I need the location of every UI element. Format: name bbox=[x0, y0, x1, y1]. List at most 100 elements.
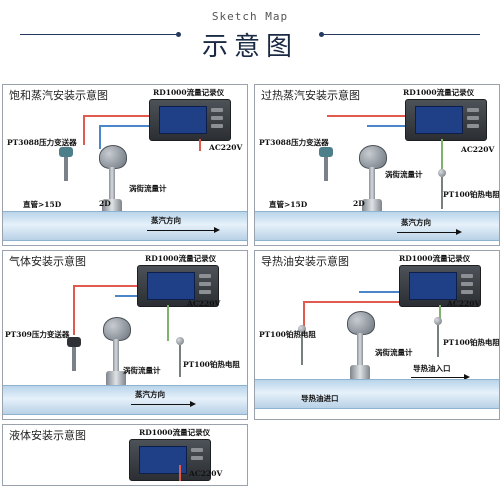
wire-red bbox=[83, 115, 149, 117]
flowmeter-body bbox=[350, 365, 370, 381]
vortex-flowmeter bbox=[347, 311, 375, 381]
power-label: AC220V bbox=[461, 145, 495, 154]
header-rule-left bbox=[20, 34, 178, 35]
flow-arrow bbox=[131, 401, 196, 407]
probe-head bbox=[176, 337, 184, 345]
pressure-transmitter bbox=[319, 147, 333, 181]
header-title: 示意图 bbox=[201, 32, 298, 62]
wire-blue bbox=[367, 125, 405, 127]
upstream-label: 直管>15D bbox=[23, 200, 62, 209]
header-dot-left bbox=[176, 32, 181, 37]
recorder-button bbox=[191, 448, 203, 452]
wire-red bbox=[73, 285, 75, 335]
panel-superheated-steam: 过热蒸汽安装示意图 RD1000流量记录仪 AC220V PT3088压力变送器… bbox=[254, 84, 500, 246]
wire-green bbox=[439, 305, 441, 321]
flowmeter-head bbox=[103, 317, 131, 341]
recorder-button bbox=[211, 108, 223, 112]
power-label: AC220V bbox=[187, 299, 221, 308]
panel-thermal-oil: 导热油安装示意图 RD1000流量记录仪 AC220V PT100铂热电阻 涡街… bbox=[254, 250, 500, 420]
flow-recorder bbox=[405, 99, 487, 141]
power-label: AC220V bbox=[447, 299, 481, 308]
transmitter-label: PT309压力变送器 bbox=[5, 330, 70, 339]
flow-direction-label: 蒸汽方向 bbox=[135, 390, 165, 399]
flowmeter-body bbox=[106, 371, 126, 387]
recorder-button bbox=[467, 124, 479, 128]
panel-title: 导热油安装示意图 bbox=[261, 255, 349, 268]
panel-title: 饱和蒸汽安装示意图 bbox=[9, 89, 108, 102]
recorder-button bbox=[211, 124, 223, 128]
recorder-button bbox=[467, 116, 479, 120]
transmitter-head bbox=[67, 337, 81, 347]
resistor-label: PT100铂热电阻 bbox=[443, 190, 500, 199]
recorder-button bbox=[191, 456, 203, 460]
flowmeter-stem bbox=[113, 339, 119, 373]
flow-direction-label: 蒸汽方向 bbox=[401, 218, 431, 227]
recorder-screen bbox=[159, 106, 207, 134]
flow-recorder bbox=[149, 99, 231, 141]
transmitter-stem bbox=[324, 157, 328, 181]
downstream-label: 2D bbox=[353, 199, 365, 208]
wire-green bbox=[167, 305, 169, 341]
resistor-left-label: PT100铂热电阻 bbox=[259, 330, 316, 339]
header-subtitle: Sketch Map bbox=[211, 10, 289, 23]
probe-head bbox=[438, 169, 446, 177]
temperature-probe bbox=[437, 169, 447, 209]
flowmeter-label: 涡街流量计 bbox=[385, 170, 423, 179]
flow-direction-label: 蒸汽方向 bbox=[151, 216, 181, 225]
upstream-label: 直管>15D bbox=[269, 200, 308, 209]
flowmeter-head bbox=[359, 145, 387, 169]
transmitter-stem bbox=[64, 157, 68, 181]
pipe bbox=[3, 385, 247, 415]
flowmeter-stem bbox=[357, 333, 363, 367]
downstream-label: 2D bbox=[99, 199, 111, 208]
flowmeter-label: 涡街流量计 bbox=[375, 348, 413, 357]
flowmeter-stem bbox=[369, 167, 375, 201]
probe-stem bbox=[437, 325, 439, 357]
flow-recorder bbox=[399, 265, 481, 307]
probe-stem bbox=[441, 177, 443, 209]
pipe bbox=[255, 379, 499, 409]
wire-red bbox=[179, 465, 181, 481]
recorder-label: RD1000流量记录仪 bbox=[139, 428, 211, 437]
wire-red bbox=[199, 139, 201, 151]
recorder-label: RD1000流量记录仪 bbox=[403, 88, 475, 97]
wire-blue bbox=[359, 291, 399, 293]
panel-title: 气体安装示意图 bbox=[9, 255, 86, 268]
recorder-button bbox=[199, 282, 211, 286]
power-label: AC220V bbox=[189, 469, 223, 478]
probe-head bbox=[434, 317, 442, 325]
temperature-probe bbox=[433, 317, 443, 357]
flowmeter-stem bbox=[109, 167, 115, 201]
wire-red bbox=[83, 115, 85, 145]
recorder-screen bbox=[409, 272, 457, 300]
wire-red bbox=[73, 285, 137, 287]
wire-red bbox=[303, 301, 305, 327]
wire-green bbox=[441, 139, 443, 169]
transmitter-head bbox=[319, 147, 333, 157]
flow-arrow bbox=[147, 227, 220, 233]
transmitter-label: PT3088压力变送器 bbox=[259, 138, 329, 147]
flowmeter-head bbox=[347, 311, 375, 335]
recorder-button bbox=[461, 282, 473, 286]
wire-blue bbox=[115, 295, 137, 297]
transmitter-label: PT3088压力变送器 bbox=[7, 138, 77, 147]
flowmeter-label: 涡街流量计 bbox=[129, 184, 167, 193]
temperature-probe bbox=[297, 325, 307, 365]
power-label: AC220V bbox=[209, 143, 243, 152]
recorder-button bbox=[467, 108, 479, 112]
wire-blue bbox=[99, 125, 101, 149]
transmitter-stem bbox=[72, 347, 76, 371]
probe-stem bbox=[301, 333, 303, 365]
panel-saturated-steam: 饱和蒸汽安装示意图 RD1000流量记录仪 AC220V PT3088压力变送器… bbox=[2, 84, 248, 246]
resistor-right-label: PT100铂热电阻 bbox=[443, 338, 500, 347]
pressure-transmitter bbox=[59, 147, 73, 181]
panel-title: 液体安装示意图 bbox=[9, 429, 86, 442]
recorder-button bbox=[199, 290, 211, 294]
vortex-flowmeter bbox=[103, 317, 131, 387]
wire-blue bbox=[99, 125, 149, 127]
panel-title: 过热蒸汽安装示意图 bbox=[261, 89, 360, 102]
panel-gas: 气体安装示意图 RD1000流量记录仪 AC220V PT309压力变送器 涡街… bbox=[2, 250, 248, 420]
recorder-label: RD1000流量记录仪 bbox=[145, 254, 217, 263]
transmitter-head bbox=[59, 147, 73, 157]
recorder-screen bbox=[415, 106, 463, 134]
